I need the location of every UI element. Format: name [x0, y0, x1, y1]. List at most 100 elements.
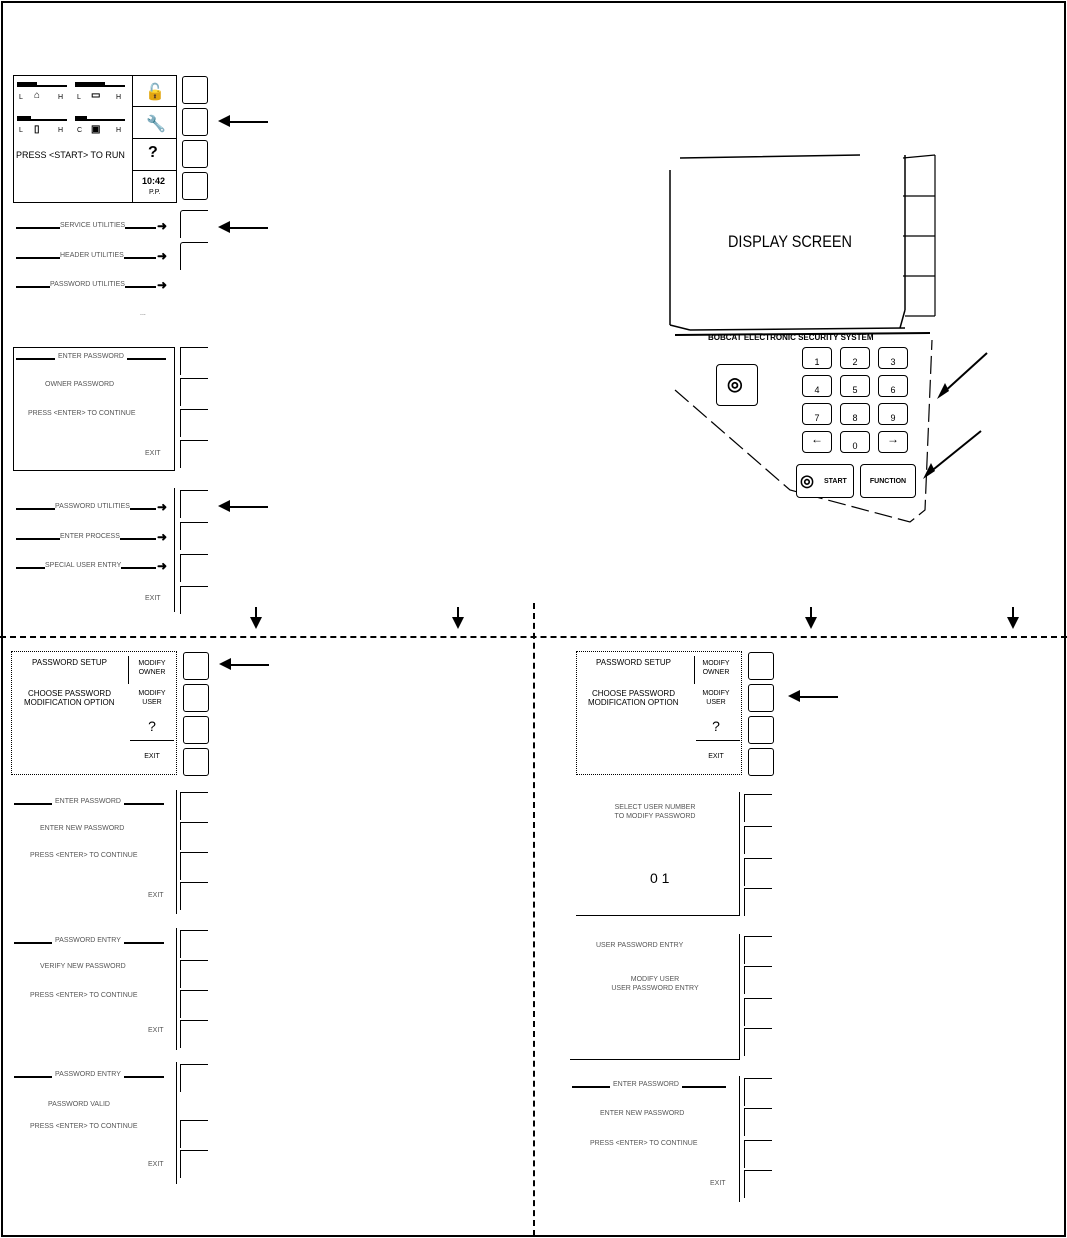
side-button-c4[interactable] [180, 586, 208, 614]
side-button-c3[interactable] [180, 554, 208, 582]
key-ignition-icon: ◎ [727, 374, 743, 394]
key-0[interactable]: 0 [840, 431, 870, 453]
left-p3-button-1[interactable] [180, 1064, 208, 1092]
key-1[interactable]: 1 [802, 347, 832, 369]
gauge-hyd-high: H [116, 127, 122, 134]
start-button[interactable] [796, 464, 854, 498]
panel-b-line2: PRESS <ENTER> TO CONTINUE [28, 410, 136, 417]
right-p2-button-3[interactable] [744, 998, 772, 1026]
right-p1-button-4[interactable] [744, 888, 772, 916]
setup-exit-left: EXIT [144, 753, 160, 760]
right-p1-button-1[interactable] [744, 794, 772, 822]
side-button-1[interactable] [182, 76, 208, 104]
setup-col-right [694, 656, 695, 684]
side-button-b1[interactable] [180, 347, 208, 375]
setup-button-1-right[interactable] [748, 652, 774, 680]
right-p3-button-3[interactable] [744, 1140, 772, 1168]
menu-row-3-arrow-icon: ➜ [157, 278, 168, 292]
key-9[interactable]: 9 [878, 403, 908, 425]
key-3[interactable]: 3 [878, 347, 908, 369]
right-p2-button-4[interactable] [744, 1028, 772, 1056]
key-5[interactable]: 5 [840, 375, 870, 397]
modify-user-l2-right: USER [706, 699, 726, 706]
key-7[interactable]: 7 [802, 403, 832, 425]
gauge-hyd-bar [75, 119, 125, 121]
left-p1-button-4[interactable] [180, 882, 208, 910]
right-p1-button-3[interactable] [744, 858, 772, 886]
key-right[interactable]: → [878, 431, 908, 453]
side-button-b4[interactable] [180, 440, 208, 468]
right-p1-button-2[interactable] [744, 826, 772, 854]
left-p1-button-2[interactable] [180, 822, 208, 850]
setup-button-4-right[interactable] [748, 748, 774, 776]
key-left[interactable]: ← [802, 431, 832, 453]
panel-b-exit: EXIT [145, 450, 161, 457]
left-p2-button-1[interactable] [180, 930, 208, 958]
pointer-line-1 [228, 121, 268, 123]
key-4[interactable]: 4 [802, 375, 832, 397]
function-button[interactable]: FUNCTION [860, 464, 916, 498]
right-p3-button-1[interactable] [744, 1078, 772, 1106]
left-p2-line1: VERIFY NEW PASSWORD [40, 963, 126, 970]
key-8[interactable]: 8 [840, 403, 870, 425]
setup-button-2-left[interactable] [183, 684, 209, 712]
right-p1-number: 0 1 [650, 870, 670, 886]
modify-owner-l2-left: OWNER [138, 669, 166, 676]
setup-sep-left [130, 740, 174, 741]
gauge-engine-bar [17, 85, 67, 87]
left-p2-button-3[interactable] [180, 990, 208, 1018]
engine-temp-icon: ⌂ [34, 90, 41, 101]
left-p2-button-4[interactable] [180, 1020, 208, 1048]
right-p2-button-1[interactable] [744, 936, 772, 964]
modify-owner-l2-right: OWNER [702, 669, 730, 676]
right-p3-button-2[interactable] [744, 1108, 772, 1136]
side-button-c2[interactable] [180, 522, 208, 550]
side-button-4[interactable] [182, 172, 208, 200]
side-button-b2[interactable] [180, 378, 208, 406]
side-button-b3[interactable] [180, 409, 208, 437]
right-panel-2 [570, 934, 740, 1060]
right-p3-exit: EXIT [710, 1180, 726, 1187]
setup-question-right: ? [712, 718, 720, 734]
down-arrow-1 [250, 617, 262, 629]
system-label: BOBCAT ELECTRONIC SECURITY SYSTEM [708, 333, 874, 342]
setup-button-3-right[interactable] [748, 716, 774, 744]
setup-button-2-right[interactable] [748, 684, 774, 712]
pointer-line-3 [228, 506, 268, 508]
left-p1-line1: ENTER NEW PASSWORD [40, 825, 125, 832]
right-p3-button-4[interactable] [744, 1170, 772, 1198]
down-line-2 [457, 607, 459, 619]
left-p1-line2: PRESS <ENTER> TO CONTINUE [30, 852, 138, 859]
left-p3-button-3[interactable] [180, 1150, 208, 1178]
left-p3-button-2[interactable] [180, 1120, 208, 1148]
side-button-a2[interactable] [180, 242, 208, 270]
gauge-engine-low: L [19, 94, 23, 101]
vertical-separator [533, 603, 535, 1236]
panel-b-title: ENTER PASSWORD [55, 353, 127, 361]
menu-row-1-arrow-icon: ➜ [157, 219, 168, 233]
right-p2-button-2[interactable] [744, 966, 772, 994]
setup-button-1-left[interactable] [183, 652, 209, 680]
setup-button-3-left[interactable] [183, 716, 209, 744]
left-p2-button-2[interactable] [180, 960, 208, 988]
main-col-sep-2 [133, 138, 177, 139]
side-button-a1[interactable] [180, 210, 208, 238]
side-button-2[interactable] [182, 108, 208, 136]
side-button-3[interactable] [182, 140, 208, 168]
key-ignition[interactable] [716, 364, 758, 406]
gauge-battery-high: H [116, 94, 122, 101]
gauge-battery-low: L [77, 94, 81, 101]
setup-button-4-left[interactable] [183, 748, 209, 776]
key-6[interactable]: 6 [878, 375, 908, 397]
left-p1-button-1[interactable] [180, 792, 208, 820]
side-button-c1[interactable] [180, 490, 208, 518]
clock-time: 10:42 [142, 176, 166, 186]
left-p2-exit: EXIT [148, 1027, 164, 1034]
modify-owner-l1-right: MODIFY [702, 660, 730, 667]
key-2[interactable]: 2 [840, 347, 870, 369]
main-col-sep-1 [133, 106, 177, 107]
down-arrow-2 [452, 617, 464, 629]
left-p3-line2: PRESS <ENTER> TO CONTINUE [30, 1123, 138, 1130]
modify-owner-l1-left: MODIFY [138, 660, 166, 667]
left-p1-button-3[interactable] [180, 852, 208, 880]
